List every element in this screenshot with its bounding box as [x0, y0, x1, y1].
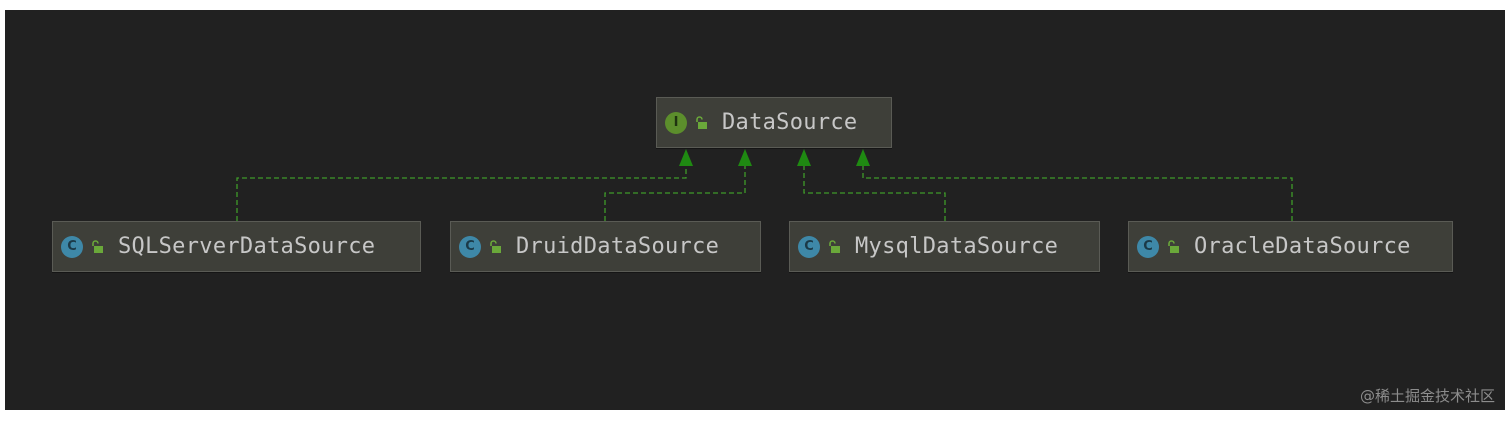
- unlocked-icon: [829, 239, 840, 253]
- unlocked-icon: [696, 115, 707, 129]
- class-icon: C: [61, 235, 83, 258]
- arrowhead-sqlserver: [679, 149, 693, 166]
- diagram-canvas: I DataSource C SQLServerDataSource C Dru…: [5, 10, 1505, 410]
- edges-layer: [236, 149, 1293, 221]
- node-label: MysqlDataSource: [855, 234, 1059, 259]
- arrowhead-oracle: [856, 149, 870, 166]
- unlocked-icon: [1168, 239, 1179, 253]
- class-node-sqlserverdatasource[interactable]: C SQLServerDataSource: [52, 221, 421, 272]
- arrowhead-druid: [738, 149, 752, 166]
- class-node-druiddatasource[interactable]: C DruidDataSource: [450, 221, 761, 272]
- class-node-mysqldatasource[interactable]: C MysqlDataSource: [789, 221, 1100, 272]
- interface-icon: I: [665, 111, 687, 134]
- class-icon: C: [1137, 235, 1159, 258]
- node-label: OracleDataSource: [1194, 234, 1411, 259]
- watermark: @稀土掘金技术社区: [1359, 387, 1495, 405]
- unlocked-icon: [92, 239, 103, 253]
- edge-druid-to-datasource: [604, 160, 746, 221]
- class-icon: C: [798, 235, 820, 258]
- edge-mysql-to-datasource: [803, 160, 946, 221]
- unlocked-icon: [490, 239, 501, 253]
- edge-sqlserver-to-datasource: [236, 160, 687, 221]
- node-label: DruidDataSource: [516, 234, 720, 259]
- class-icon: C: [459, 235, 481, 258]
- node-label: DataSource: [722, 110, 858, 135]
- edge-oracle-to-datasource: [862, 160, 1293, 221]
- node-label: SQLServerDataSource: [118, 234, 376, 259]
- class-node-oracledatasource[interactable]: C OracleDataSource: [1128, 221, 1453, 272]
- interface-node-datasource[interactable]: I DataSource: [656, 97, 892, 148]
- arrowhead-mysql: [797, 149, 811, 166]
